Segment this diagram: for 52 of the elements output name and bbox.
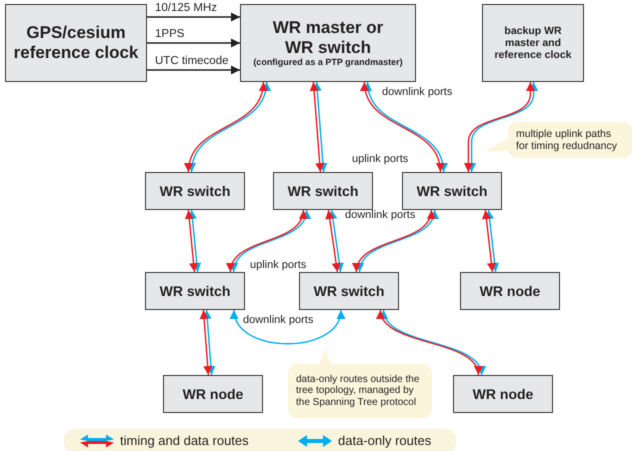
- connector-arrow: [378, 310, 484, 376]
- device-box: [460, 272, 560, 310]
- connector-arrow: [147, 12, 240, 22]
- connector-arrow: [147, 66, 240, 74]
- legend-label: timing and data routes: [120, 433, 249, 448]
- connector-arrow: [184, 210, 202, 272]
- note-text: data-only routes outside the tree topology, managed by the Spanning Tree protocol: [296, 374, 420, 408]
- callout-note: [288, 364, 432, 418]
- device-box: [453, 375, 553, 413]
- port-label: downlink ports: [243, 314, 314, 326]
- connector-arrow: [464, 82, 538, 172]
- port-label: uplink ports: [250, 259, 306, 271]
- port-label: downlink ports: [382, 86, 452, 98]
- box-label: WR switch: [416, 182, 488, 200]
- connector-arrow: [354, 210, 438, 272]
- connector-arrow: [325, 210, 344, 272]
- device-box: [299, 272, 399, 310]
- device-box: [5, 4, 147, 82]
- box-label: WR master or WR switch: [272, 18, 384, 58]
- connector-arrow: [310, 82, 328, 172]
- box-label: WR switch: [288, 182, 358, 200]
- box-label: WR node: [182, 386, 244, 402]
- device-box: [163, 375, 263, 413]
- port-label: downlink ports: [345, 209, 416, 221]
- box-label: GPS/cesium reference clock: [12, 23, 140, 63]
- legend-label: data-only routes: [338, 433, 432, 448]
- box-label: WR switch: [160, 282, 230, 300]
- device-box: [145, 272, 245, 310]
- connector-arrow: [482, 210, 500, 272]
- connector-arrow: [185, 82, 270, 172]
- connector-arrow: [228, 210, 310, 272]
- connector-arrow: [361, 82, 447, 172]
- box-label: WR switch: [314, 282, 384, 300]
- edge-label: UTC timecode: [155, 55, 228, 67]
- port-label: uplink ports: [352, 153, 408, 165]
- device-box: [240, 4, 416, 82]
- box-label: WR node: [472, 386, 534, 402]
- box-label: (configured as a PTP grandmaster): [253, 57, 403, 68]
- edge-label: 1PPS: [155, 28, 184, 40]
- connector-arrow: [231, 310, 344, 344]
- connector-arrow: [147, 38, 240, 48]
- device-box: [402, 172, 502, 210]
- note-text: multiple uplink paths for timing redudnancy: [516, 128, 618, 152]
- connector-arrow: [200, 310, 216, 376]
- callout-note: [508, 122, 632, 158]
- box-label: WR switch: [160, 182, 230, 200]
- device-box: [145, 172, 245, 210]
- box-label: backup WR master and reference clock: [493, 24, 573, 62]
- device-box: [482, 4, 584, 82]
- edge-label: 10/125 MHz: [155, 2, 218, 14]
- box-label: WR node: [480, 282, 540, 300]
- device-box: [273, 172, 373, 210]
